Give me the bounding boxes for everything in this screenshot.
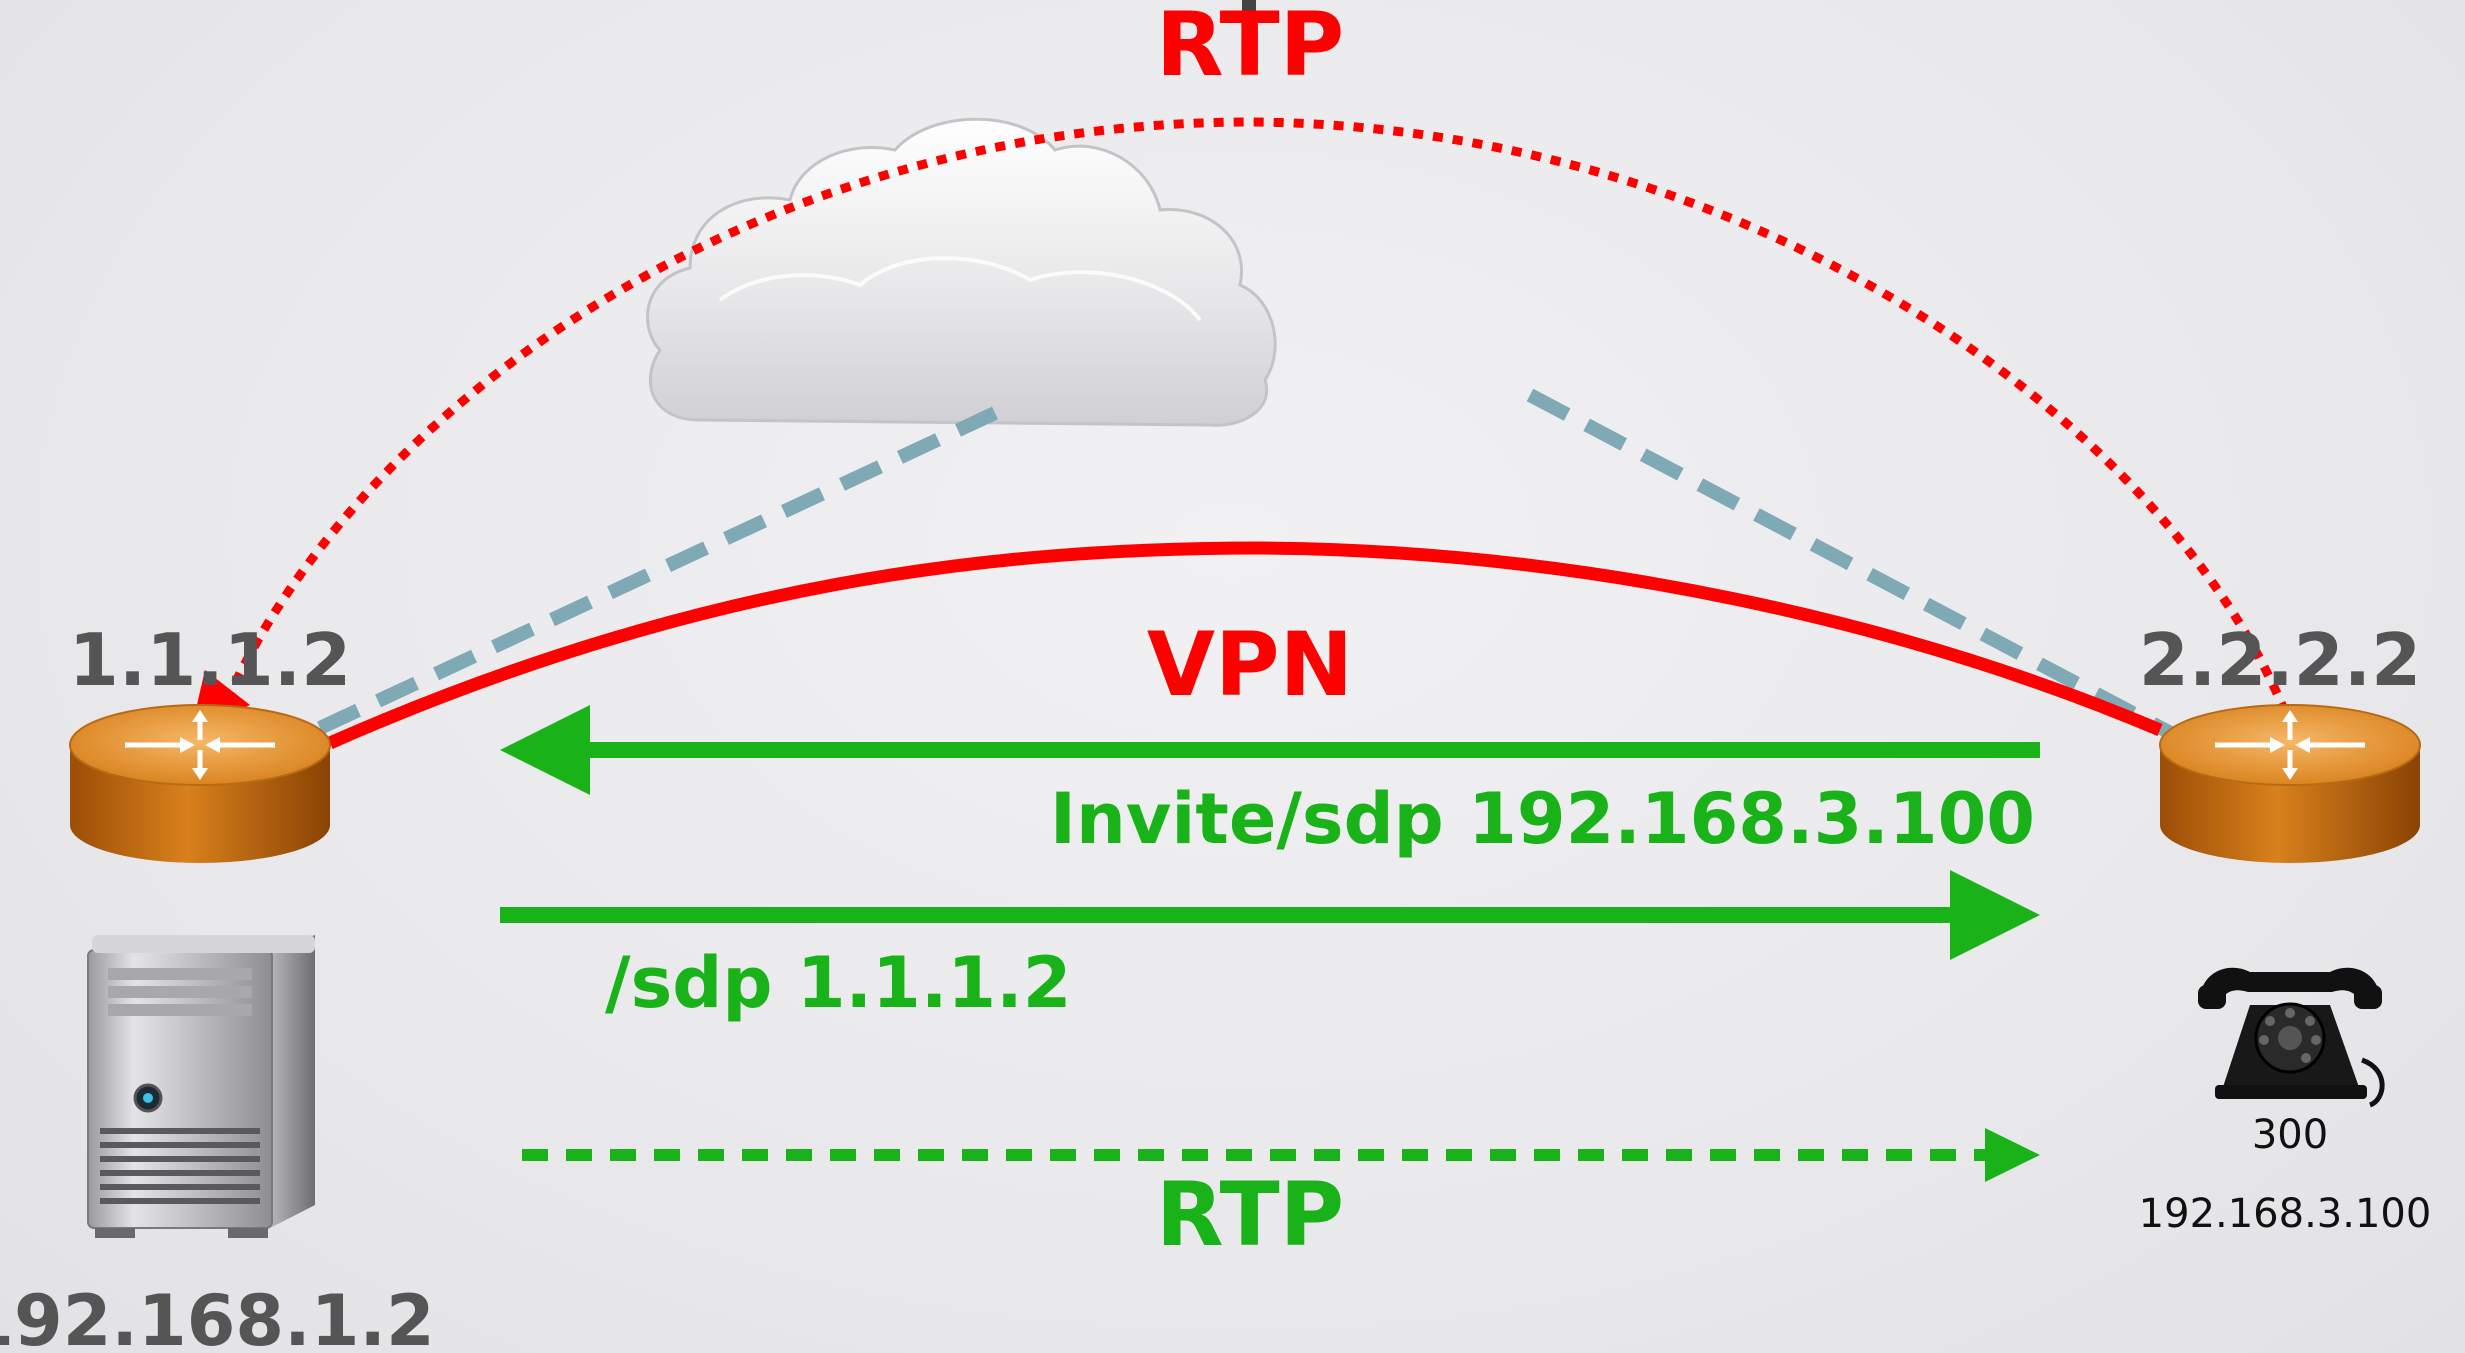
right-router-ip: 2.2.2.2 [2139, 618, 2421, 702]
rotary-telephone-icon [2198, 967, 2385, 1108]
sdp-reply-label: /sdp 1.1.1.2 [605, 942, 1071, 1024]
phone-extension: 300 [2252, 1112, 2328, 1158]
vpn-label: VPN [1147, 613, 1353, 716]
right-wan-link [1526, 388, 2184, 745]
top-stub [1242, 0, 1256, 16]
left-router-icon [69, 704, 331, 863]
cloud-icon [646, 117, 1277, 427]
left-router-ip: 1.1.1.2 [69, 618, 351, 702]
rtp-media-arrow [522, 1128, 2040, 1182]
server-tower-icon [87, 935, 315, 1238]
rtp-top-label: RTP [1156, 0, 1344, 96]
left-host-ip: 192.168.1.2 [0, 1280, 435, 1353]
sdp-reply-arrow [500, 870, 2040, 960]
invite-sdp-label: Invite/sdp 192.168.3.100 [1050, 778, 2035, 860]
vpn-tunnel-arc [327, 541, 2163, 749]
phone-ip: 192.168.3.100 [2139, 1191, 2432, 1237]
invite-arrow [500, 705, 2040, 795]
rtp-bottom-label: RTP [1156, 1163, 1344, 1266]
right-router-icon [2159, 704, 2421, 863]
